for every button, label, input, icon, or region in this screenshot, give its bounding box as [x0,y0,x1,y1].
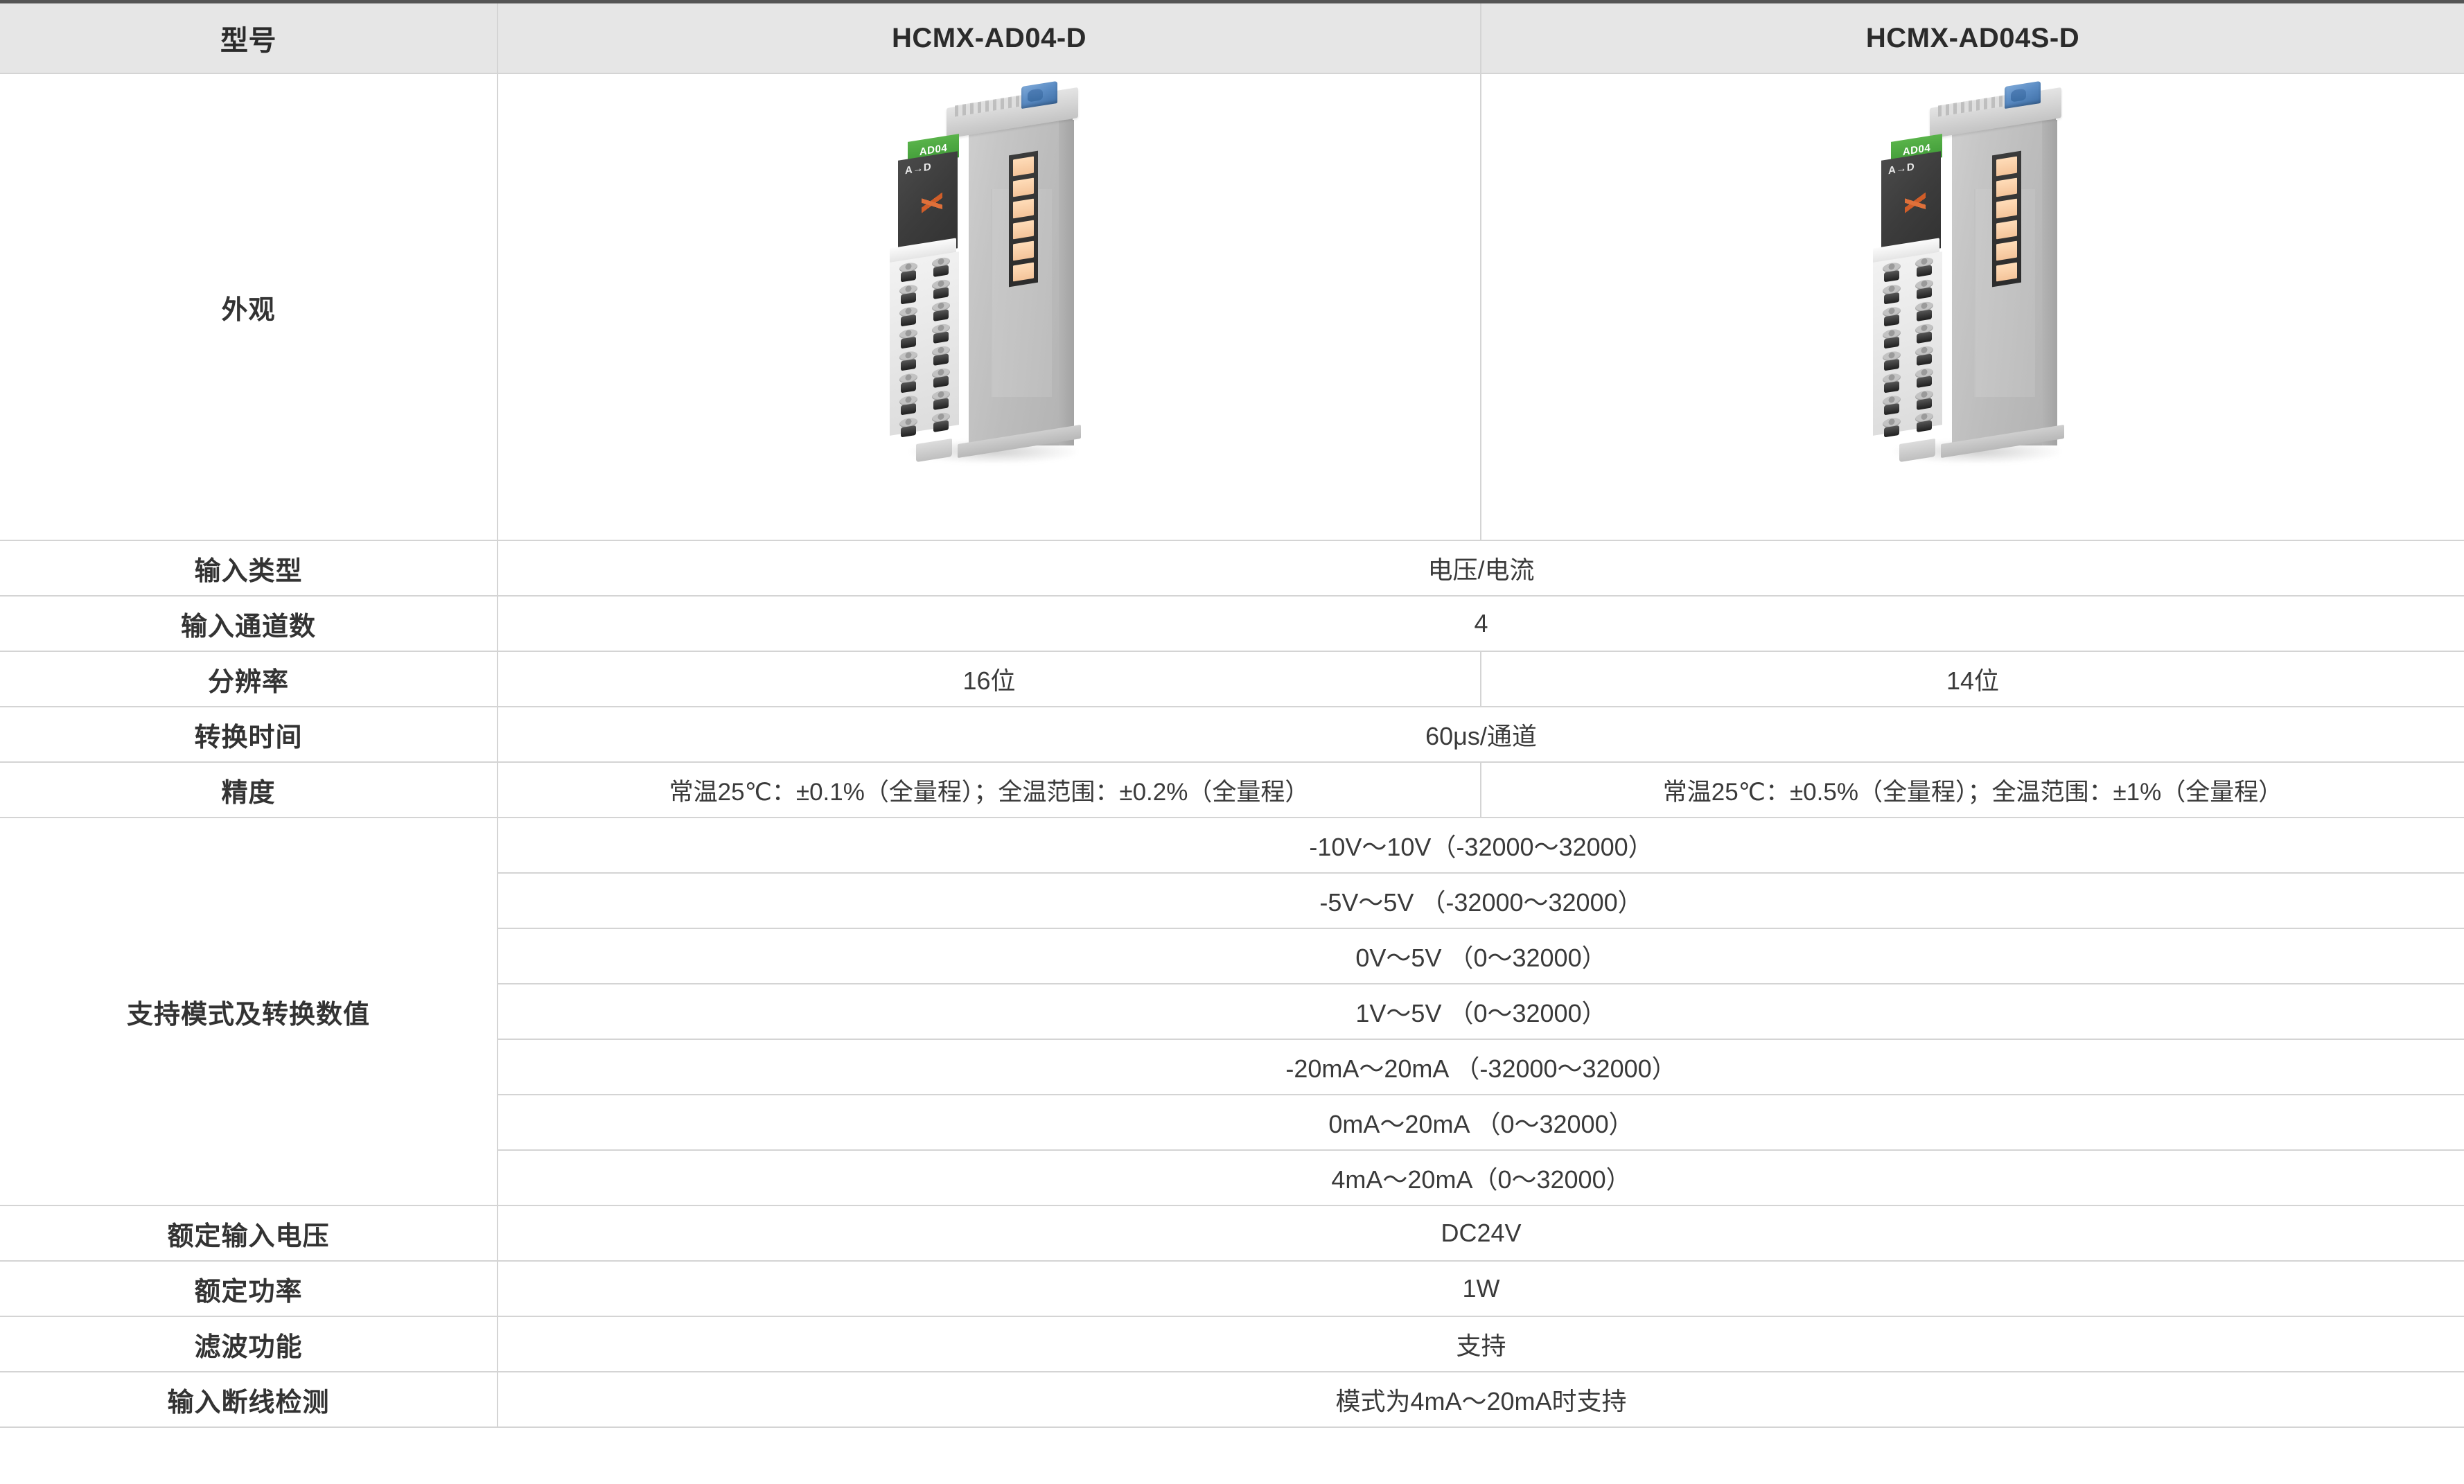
row-value-channel-count: 4 [498,596,2464,652]
module-terminal-block [1873,251,1942,436]
table-header: 型号 HCMX-AD04-D HCMX-AD04S-D [0,0,2464,74]
row-value-accuracy-b: 常温25℃：±0.5%（全量程）；全温范围：±1%（全量程） [1481,762,2464,818]
table-row-appearance: 外观 AD04 A→D [0,73,2464,541]
status-led-icon [1012,262,1034,282]
terminal-screw [926,409,956,436]
row-value-input-type: 电压/电流 [498,540,2464,597]
row-label-resolution: 分辨率 [0,651,498,707]
table-row-mode-5: -20mA～20mA （-32000～32000） [0,1039,2464,1095]
status-led-icon [1996,220,2017,240]
product-image-a: AD04 A→D [498,74,1480,540]
table-row-mode-6: 0mA～20mA （0～32000） [0,1095,2464,1151]
terminal-screw [893,414,923,441]
brand-logo-icon [1905,186,1926,218]
table-body: 外观 AD04 A→D [0,73,2464,1428]
row-value-rated-voltage: DC24V [498,1205,2464,1262]
row-label-wire-break-detection: 输入断线检测 [0,1372,498,1428]
header-model-a: HCMX-AD04-D [498,0,1481,74]
module-led-bank [1008,150,1038,288]
row-value-accuracy-a: 常温25℃：±0.1%（全量程）；全温范围：±0.2%（全量程） [498,762,1481,818]
status-led-icon [1996,177,2017,197]
module-body-edge [1058,120,1074,445]
module-led-bank [1992,150,2021,288]
table-row-input-type: 输入类型 电压/电流 [0,540,2464,597]
table-row-rated-power: 额定功率 1W [0,1261,2464,1317]
row-label-rated-voltage: 额定输入电压 [0,1205,498,1262]
brand-logo-icon [921,186,942,218]
module-faceplate-text-b: A→D [1888,161,1915,177]
row-label-input-type: 输入类型 [0,540,498,597]
module-illustration-b: AD04 A→D [1869,78,2077,466]
mode-value: -5V～5V （-32000～32000） [498,873,2464,929]
product-image-b: AD04 A→D [1481,74,2464,540]
row-value-filter-function: 支持 [498,1316,2464,1372]
row-label-filter-function: 滤波功能 [0,1316,498,1372]
table-row-mode-3: 0V～5V （0～32000） [0,928,2464,984]
terminal-screw [1909,409,1939,436]
row-label-supported-modes: 支持模式及转换数值 [0,818,498,1206]
mode-value: 0mA～20mA （0～32000） [498,1095,2464,1151]
table-row-channel-count: 输入通道数 4 [0,596,2464,652]
table-row-mode-1: 支持模式及转换数值 -10V～10V（-32000～32000） [0,818,2464,1206]
status-led-icon [1996,198,2017,218]
table-row-mode-7: 4mA～20mA（0～32000） [0,1150,2464,1206]
status-led-icon [1996,240,2017,260]
row-value-conversion-time: 60μs/通道 [498,707,2464,763]
row-value-resolution-b: 14位 [1481,651,2464,707]
row-label-accuracy: 精度 [0,762,498,818]
terminal-screw [1876,414,1906,441]
row-value-rated-power: 1W [498,1261,2464,1317]
mode-value: 0V～5V （0～32000） [498,928,2464,984]
module-body-edge [2042,120,2057,445]
row-label-appearance: 外观 [0,73,498,541]
header-row: 型号 HCMX-AD04-D HCMX-AD04S-D [0,0,2464,74]
mode-value: 4mA～20mA（0～32000） [498,1150,2464,1206]
row-label-conversion-time: 转换时间 [0,707,498,763]
table-row-wire-break-detection: 输入断线检测 模式为4mA～20mA时支持 [0,1372,2464,1428]
row-label-channel-count: 输入通道数 [0,596,498,652]
status-led-icon [1012,220,1034,240]
table-row-mode-2: -5V～5V （-32000～32000） [0,873,2464,929]
mode-value: 1V～5V （0～32000） [498,984,2464,1040]
status-led-icon [1996,156,2017,176]
row-value-resolution-a: 16位 [498,651,1481,707]
status-led-icon [1996,262,2017,282]
table-row-resolution: 分辨率 16位 14位 [0,651,2464,707]
mode-value: -10V～10V（-32000～32000） [498,818,2464,874]
status-led-icon [1012,198,1034,218]
module-faceplate-text-a: A→D [904,161,931,177]
status-led-icon [1012,240,1034,260]
header-model-b: HCMX-AD04S-D [1481,0,2464,74]
status-led-icon [1012,156,1034,176]
table-row-filter-function: 滤波功能 支持 [0,1316,2464,1372]
table-row-conversion-time: 转换时间 60μs/通道 [0,707,2464,763]
table-row-mode-4: 1V～5V （0～32000） [0,984,2464,1040]
row-label-rated-power: 额定功率 [0,1261,498,1317]
header-model-label: 型号 [0,0,498,74]
module-terminal-block [889,251,959,436]
appearance-cell-a: AD04 A→D [498,73,1481,541]
table-row-rated-voltage: 额定输入电压 DC24V [0,1205,2464,1262]
row-value-wire-break-detection: 模式为4mA～20mA时支持 [498,1372,2464,1428]
specification-table: 型号 HCMX-AD04-D HCMX-AD04S-D 外观 [0,0,2464,1428]
status-led-icon [1012,177,1034,197]
table-row-accuracy: 精度 常温25℃：±0.1%（全量程）；全温范围：±0.2%（全量程） 常温25… [0,762,2464,818]
mode-value: -20mA～20mA （-32000～32000） [498,1039,2464,1095]
appearance-cell-b: AD04 A→D [1481,73,2464,541]
module-illustration-a: AD04 A→D [886,78,1093,466]
